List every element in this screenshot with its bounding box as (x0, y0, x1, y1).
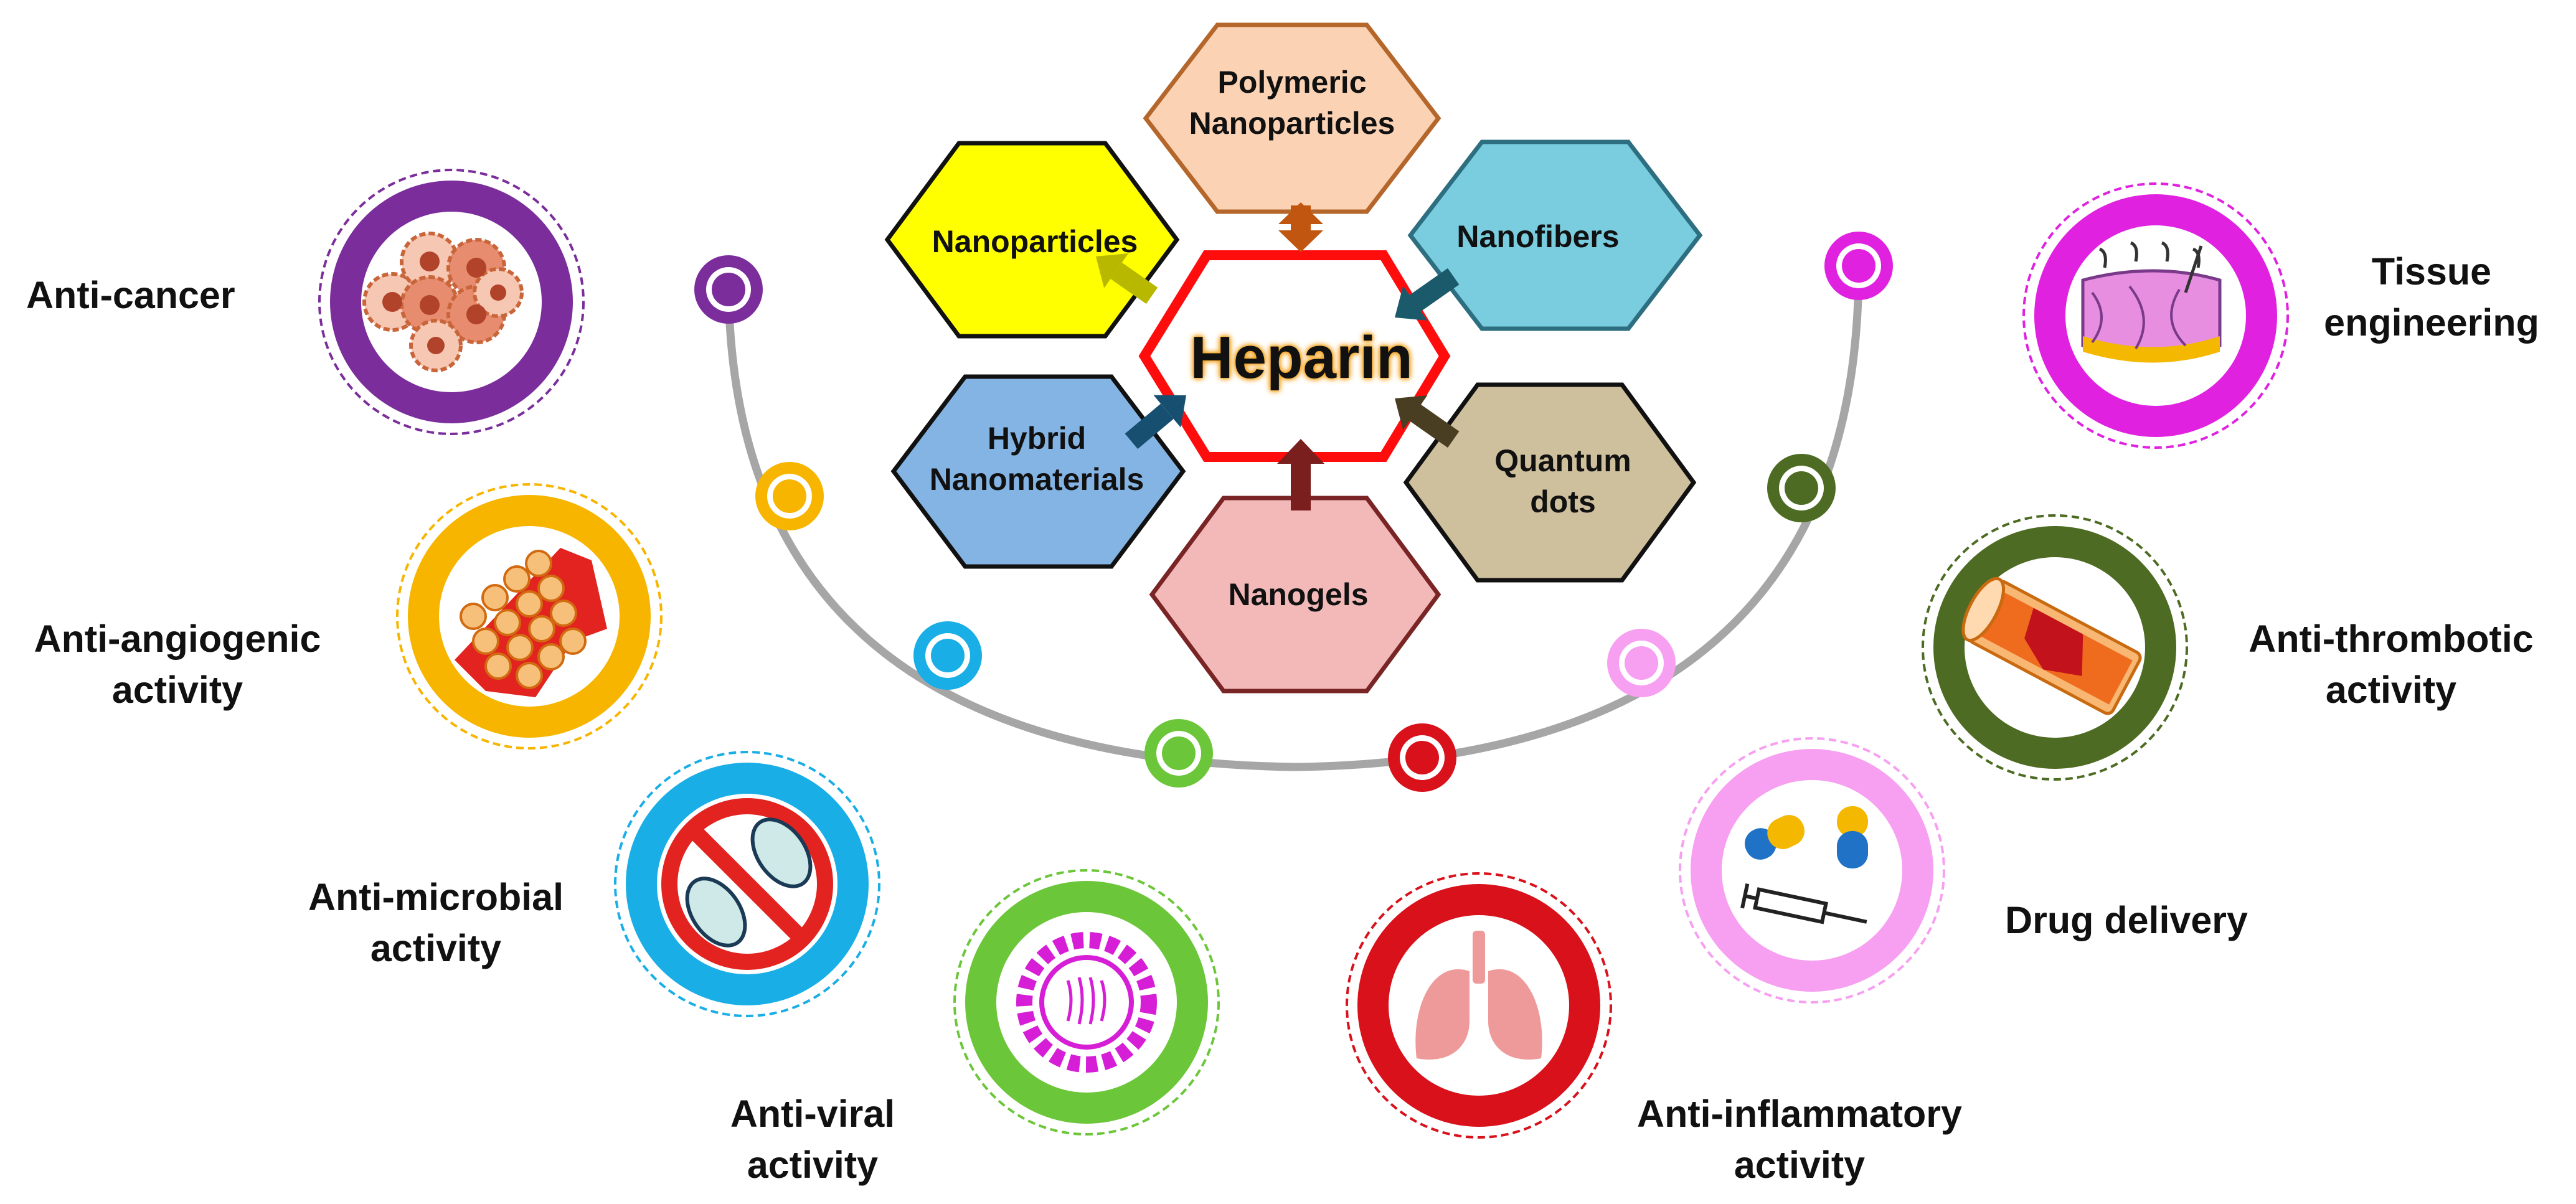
activity-label-anti-viral: Anti-viral activity (730, 1093, 895, 1186)
no-bacteria-icon (661, 798, 833, 970)
cancer-cells-icon (362, 232, 524, 372)
hexagon-label-quantum-dots: Quantum dots (1494, 443, 1631, 519)
arc-node-tissue-engineering (1824, 232, 1893, 300)
circle-anti-inflammatory (1346, 872, 1612, 1139)
capsule-syringe-icon (1740, 806, 1868, 924)
arc-node-anti-viral (1144, 719, 1213, 788)
virus-icon (1016, 932, 1157, 1073)
activity-label-anti-angiogenic: Anti-angiogenic activity (34, 618, 321, 711)
arc-node-anti-cancer (694, 255, 763, 324)
arrow-hybrid-nanomaterials (1125, 395, 1186, 449)
connector-arc (724, 267, 1863, 771)
hexagon-nanogels (1149, 496, 1441, 694)
circle-anti-thrombotic (1922, 514, 2188, 781)
hexagon-polymeric-nanoparticles (1143, 22, 1441, 214)
hexagon-nanofibers (1407, 139, 1703, 331)
circle-anti-cancer (318, 169, 585, 435)
hexagon-quantum-dots (1403, 382, 1697, 583)
heparin-title: Heparin (1190, 324, 1413, 391)
activity-label-drug-delivery: Drug delivery (2005, 899, 2248, 941)
skin-tissue-icon (2081, 241, 2222, 363)
heparin-hexagon (1138, 250, 1451, 462)
arrow-quantum-dots (1395, 395, 1460, 448)
arrow-nanofibers (1395, 268, 1460, 321)
hexagon-label-nanoparticles: Nanoparticles (932, 224, 1138, 259)
blood-clot-vessel-icon (1961, 576, 2142, 715)
activity-label-tissue-engineering: Tissue engineering (2324, 250, 2539, 344)
arc-node-anti-inflammatory (1388, 723, 1456, 792)
arrow-nanoparticles (1095, 253, 1158, 304)
hexagon-nanoparticles (884, 141, 1180, 339)
arrow-polymeric-nanoparticles (1278, 202, 1323, 252)
arc-node-anti-angiogenic (755, 462, 824, 530)
circle-anti-angiogenic (396, 483, 663, 750)
hexagon-label-nanofibers: Nanofibers (1456, 219, 1620, 254)
arrow-nanogels (1277, 439, 1324, 510)
activity-label-anti-microbial: Anti-microbial activity (308, 876, 564, 969)
blood-vessel-cells-icon (455, 548, 607, 697)
hexagon-hybrid-nanomaterials (890, 374, 1186, 569)
activity-label-anti-cancer: Anti-cancer (26, 274, 235, 316)
arc-node-drug-delivery (1607, 629, 1676, 697)
activity-label-anti-inflammatory: Anti-inflammatory activity (1637, 1093, 1962, 1186)
activity-label-anti-thrombotic: Anti-thrombotic activity (2248, 618, 2534, 711)
arc-node-anti-microbial (913, 621, 982, 690)
circle-tissue-engineering (2022, 182, 2289, 449)
arc-node-anti-thrombotic (1767, 454, 1836, 522)
hexagon-label-polymeric-nanoparticles: Polymeric Nanoparticles (1189, 65, 1395, 141)
hexagon-label-nanogels: Nanogels (1228, 577, 1369, 612)
hexagon-label-hybrid-nanomaterials: Hybrid Nanomaterials (929, 421, 1144, 497)
circle-anti-microbial (614, 751, 880, 1017)
circle-anti-viral (953, 869, 1220, 1136)
lungs-icon (1415, 931, 1542, 1060)
circle-drug-delivery (1679, 737, 1945, 1004)
